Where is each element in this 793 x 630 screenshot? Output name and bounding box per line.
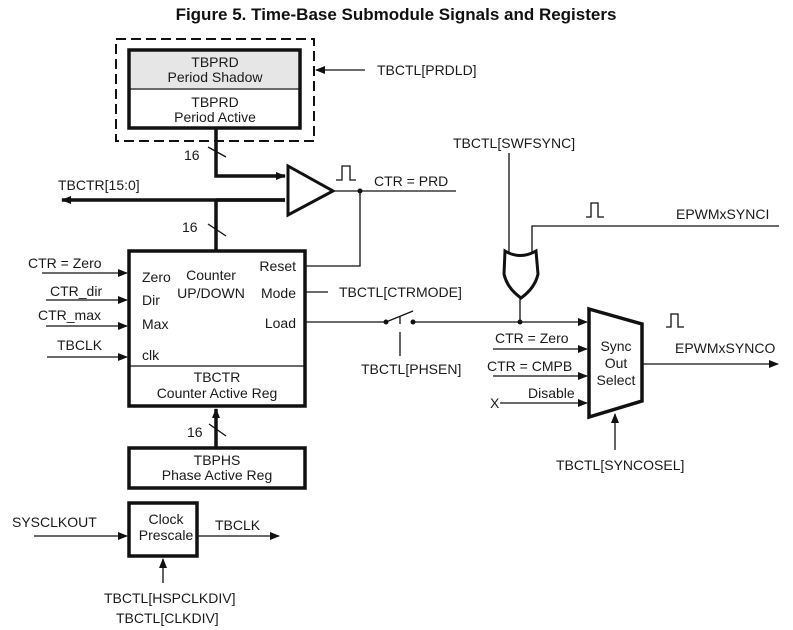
counter-title-1: Counter: [186, 267, 236, 283]
bus-width-tick-1: [207, 146, 227, 158]
mux-text-2: Out: [605, 355, 628, 371]
mux-ctr-zero-label: CTR = Zero: [495, 330, 569, 346]
synci-label: EPWMxSYNCI: [676, 206, 769, 222]
tbphs-name: TBPHS: [194, 452, 241, 468]
phsen-label: TBCTL[PHSEN]: [361, 361, 461, 377]
tbctr-bus-label: TBCTR[15:0]: [58, 177, 140, 193]
clock-prescale-block: [127, 501, 199, 558]
synco-label: EPWMxSYNCO: [675, 340, 775, 356]
ctr-max-label: CTR_max: [38, 307, 101, 323]
hspclkdiv-label: TBCTL[HSPCLKDIV]: [104, 590, 235, 606]
phsen-switch[interactable]: [385, 310, 414, 323]
counter-output-reset: Reset: [259, 258, 296, 274]
tbclk-output-label: TBCLK: [215, 517, 261, 533]
pulse-icon-ctr-prd: [336, 165, 356, 181]
tbctr-reg-desc: Counter Active Reg: [157, 385, 278, 401]
ctrmode-label: TBCTL[CTRMODE]: [339, 284, 462, 300]
counter-block: [127, 249, 307, 408]
counter-input-max: Max: [142, 316, 168, 332]
counter-title-2: UP/DOWN: [177, 285, 245, 301]
tbphs-register-box: [127, 446, 307, 490]
tbctr-reg-name: TBCTR: [194, 369, 241, 385]
clkdiv-label: TBCTL[CLKDIV]: [116, 610, 219, 626]
bus-width-tick-2: [207, 223, 227, 237]
tbprd-shadow-fill: [131, 52, 298, 88]
counter-output-mode: Mode: [261, 285, 296, 301]
mux-disable-label: Disable: [528, 385, 575, 401]
comparator: [286, 163, 337, 218]
bus-width-tick-3: [208, 423, 227, 437]
tbprd-active-desc: Period Active: [174, 109, 256, 125]
bus-width-2: 16: [182, 219, 198, 235]
bus-width-3: 16: [187, 424, 203, 440]
ctr-dir-label: CTR_dir: [50, 283, 102, 299]
synci-line: [531, 225, 779, 252]
counter-input-clk: clk: [142, 347, 160, 363]
syncosel-label: TBCTL[SYNCOSEL]: [556, 457, 684, 473]
swfsync-label: TBCTL[SWFSYNC]: [453, 135, 575, 151]
mux-x-label: X: [490, 395, 500, 411]
prescale-text-1: Clock: [148, 511, 184, 527]
mux-text-1: Sync: [600, 338, 631, 354]
tbclk-input-label: TBCLK: [57, 337, 103, 353]
ctr-zero-input-label: CTR = Zero: [28, 255, 102, 271]
sync-out-select-mux: [587, 306, 644, 420]
prescale-text-2: Prescale: [139, 527, 194, 543]
sysclkout-label: SYSCLKOUT: [12, 514, 97, 530]
counter-output-load: Load: [265, 315, 296, 331]
tbprd-shadow-name: TBPRD: [191, 54, 238, 70]
or-gate: [502, 248, 540, 300]
tbprd-shadow-desc: Period Shadow: [168, 69, 264, 85]
counter-input-dir: Dir: [142, 292, 160, 308]
ctr-prd-to-reset: [306, 191, 361, 267]
bus-width-1: 16: [184, 147, 200, 163]
tbprd-active-name: TBPRD: [191, 94, 238, 110]
figure-title: Figure 5. Time-Base Submodule Signals an…: [176, 5, 617, 24]
mux-text-3: Select: [597, 372, 636, 388]
pulse-icon-synci: [586, 202, 604, 218]
prdld-label: TBCTL[PRDLD]: [377, 62, 477, 78]
tbphs-desc: Phase Active Reg: [162, 467, 273, 483]
tbprd-bus: [214, 128, 286, 180]
ctr-prd-label: CTR = PRD: [374, 173, 448, 189]
counter-input-zero: Zero: [142, 269, 171, 285]
pulse-icon-synco: [666, 313, 684, 328]
mux-ctr-cmpb-label: CTR = CMPB: [487, 358, 572, 374]
